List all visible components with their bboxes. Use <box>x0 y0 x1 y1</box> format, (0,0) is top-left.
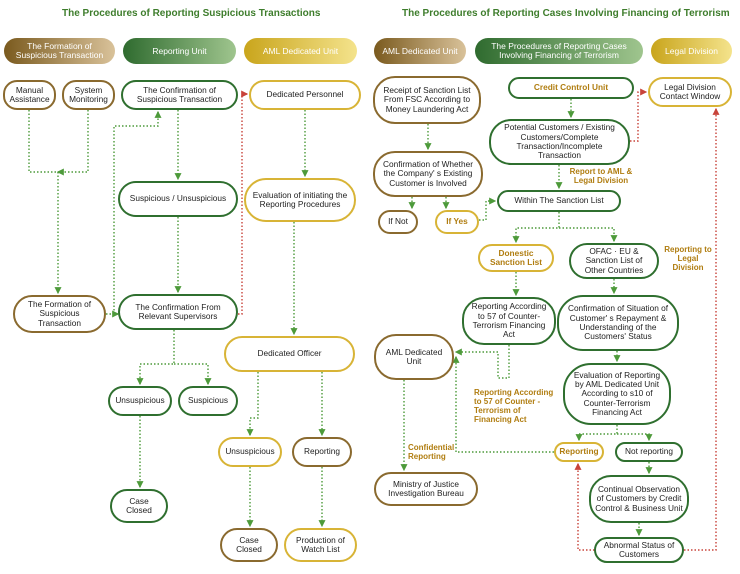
reporting-node-2: Reporting <box>554 442 604 462</box>
credit-control-unit-node: Credit Control Unit <box>508 77 634 99</box>
header-formation: The Formation of Suspicious Transaction <box>4 38 115 64</box>
header-aml-dedicated-unit-right: AML Dedicated Unit <box>374 38 466 64</box>
reporting-node-1: Reporting <box>292 437 352 467</box>
potential-customers-node: Potential Customers / Existing Customers… <box>489 119 630 165</box>
connector-abnormal-to-legal <box>684 107 720 551</box>
left-title: The Procedures of Reporting Suspicious T… <box>62 8 321 19</box>
domestic-sanction-node: Donestic Sanction List <box>478 244 554 272</box>
connector-reporting-to-aml <box>452 355 554 453</box>
connector-to-legal-window <box>630 88 648 142</box>
unsuspicious-node-1: Unsuspicious <box>108 386 172 416</box>
connector-to-not-reporting <box>617 433 653 442</box>
within-sanction-list-node: Within The Sanction List <box>497 190 621 212</box>
right-title: The Procedures of Reporting Cases Involv… <box>402 8 730 19</box>
dedicated-officer-node: Dedicated Officer <box>224 336 355 372</box>
header-reporting-unit: Reporting Unit <box>123 38 236 64</box>
aml-dedicated-unit-node: AML Dedicated Unit <box>374 334 454 380</box>
manual-assistance-node: Manual Assistance <box>3 80 56 110</box>
header-legal-division: Legal Division <box>651 38 732 64</box>
ofac-list-node: OFAC · EU & Sanction List of Other Count… <box>569 243 659 279</box>
evaluation-reporting-node: Evaluation of Reporting by AML Dedicated… <box>563 363 671 425</box>
connector-to-ofac <box>559 227 618 243</box>
legal-contact-window-node: Legal Division Contact Window <box>648 77 732 107</box>
connector-to-suspicious-1 <box>174 363 212 386</box>
reporting-legal-note: Reporting to Legal Division <box>664 245 712 272</box>
not-reporting-node: Not reporting <box>615 442 683 462</box>
evaluation-procedures-node: Evaluation of initiating the Reporting P… <box>244 178 356 222</box>
system-monitoring-node: System Monitoring <box>62 80 115 110</box>
formation-suspicious-node: The Formation of Suspicious Transaction <box>13 295 106 333</box>
if-not-node: If Not <box>378 210 418 234</box>
connector-formation-flow-a <box>28 110 62 295</box>
case-closed-node-1: Case Closed <box>110 489 168 523</box>
connector-to-aml-unit <box>454 345 510 379</box>
connector-to-reporting-2 <box>575 425 618 442</box>
suspicious-node-1: Suspicious <box>178 386 238 416</box>
confirmation-supervisors-node: The Confirmation From Relevant Superviso… <box>118 294 238 330</box>
header-procedures-financing: The Procedures of Reporting Cases Involv… <box>475 38 643 64</box>
confirmation-situation-node: Confirmation of Situation of Customer' s… <box>557 295 679 351</box>
connector-to-confirmation <box>113 110 162 314</box>
if-yes-node: If Yes <box>435 210 479 234</box>
connector-to-domestic <box>512 212 560 244</box>
confirmation-whether-node: Confirmation of Whether the Company' s E… <box>373 151 483 197</box>
abnormal-status-node: Abnormal Status of Customers <box>594 537 684 563</box>
reporting-art57-note: Reporting According to 57 of Counter -Te… <box>474 388 554 424</box>
connector-to-unsuspicious-2 <box>246 372 259 437</box>
continual-observation-node: Continual Observation of Customers by Cr… <box>589 475 689 523</box>
receipt-sanction-node: Receipt of Sanction List From FSC Accord… <box>373 76 481 124</box>
connector-abnormal-to-reporting <box>574 462 598 551</box>
dedicated-personnel-node: Dedicated Personnel <box>249 80 361 110</box>
case-closed-node-2: Case Closed <box>220 528 278 562</box>
connector-to-within-sanction <box>479 197 497 221</box>
unsuspicious-node-2: Unsuspicious <box>218 437 282 467</box>
connector-to-unsuspicious-1 <box>136 330 175 386</box>
confirmation-suspicious-node: The Confirmation of Suspicious Transacti… <box>121 80 238 110</box>
confidential-reporting-note: Confidential Reporting <box>408 443 455 461</box>
reporting-art57-node: Reporting According to 57 of Counter-Ter… <box>462 297 556 345</box>
header-aml-dedicated-unit-left: AML Dedicated Unit <box>244 38 357 64</box>
suspicious-unsuspicious-node: Suspicious / Unsuspicious <box>118 181 238 217</box>
ministry-justice-node: Ministry of Justice Investigation Bureau <box>374 472 478 506</box>
report-aml-legal-note: Report to AML & Legal Division <box>569 167 633 185</box>
connector-formation-flow-b <box>56 110 89 176</box>
production-watch-list-node: Production of Watch List <box>284 528 357 562</box>
